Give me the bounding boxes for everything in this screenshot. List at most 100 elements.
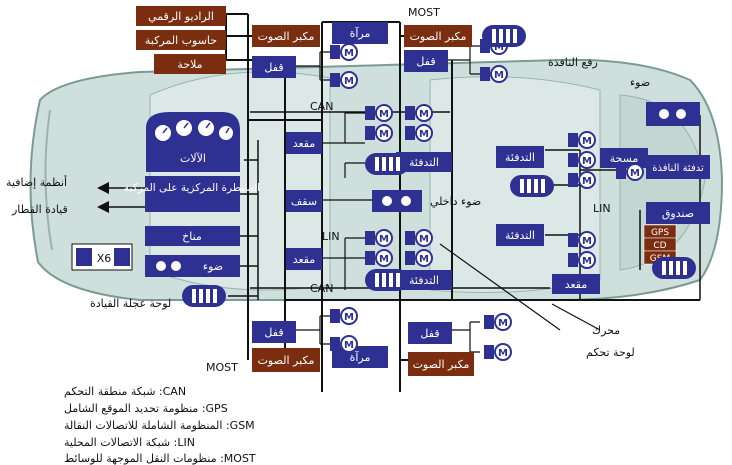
can-bottom-label: CAN: [310, 282, 333, 295]
heater-4-label: التدفئة: [505, 229, 535, 242]
svg-text:M: M: [344, 48, 354, 59]
svg-text:M: M: [582, 256, 592, 267]
legend-item: LIN: شبكة الاتصالات المحلية: [64, 436, 195, 449]
lock-bottom-right-box: [408, 322, 452, 344]
light-left-box: [145, 255, 240, 277]
motor-icon: M: [616, 163, 644, 181]
lock-top-right-label: قفل: [416, 55, 435, 68]
most-top-label: MOST: [408, 6, 440, 19]
speaker-top-right-label: مكبر الصوت: [410, 30, 467, 43]
navigation-label: ملاحة: [177, 58, 202, 71]
central-control-label: السيطرة المركزية على المركبة: [124, 182, 260, 194]
svg-text:M: M: [344, 76, 354, 87]
navigation-box: [154, 54, 226, 74]
central-control-box: [145, 176, 240, 212]
svg-text:M: M: [419, 109, 429, 120]
steering-wheel-label: لوحة عجلة القيادة: [90, 297, 171, 310]
svg-text:M: M: [379, 234, 389, 245]
svg-text:M: M: [630, 168, 640, 179]
motor-icon: M: [568, 151, 596, 169]
motor-icon: M: [484, 343, 512, 361]
svg-text:M: M: [379, 129, 389, 140]
svg-text:M: M: [582, 156, 592, 167]
svg-text:M: M: [494, 42, 504, 53]
instruments-box: [146, 112, 240, 172]
climate-label: مناخ: [182, 230, 202, 243]
motor-icon: M: [365, 229, 393, 247]
heater-1-label: التدفئة: [409, 156, 439, 169]
heater-3-box: [496, 146, 544, 168]
trunk-label: صندوق: [662, 207, 694, 220]
svg-text:M: M: [379, 254, 389, 265]
speaker-bottom-left-box: [252, 348, 320, 372]
window-lift-label: رفع النافذة: [548, 56, 598, 69]
legend-item: GSM: المنظومة الشاملة للاتصالات النقالة: [64, 419, 255, 432]
text-labels: MOST MOST CAN CAN LIN LIN رفع النافذة ضو…: [6, 6, 650, 374]
motor-icon: M: [330, 71, 358, 89]
speaker-top-right-box: [404, 25, 472, 47]
connector-plug-icon: [482, 25, 526, 47]
lamp-icon: [156, 261, 181, 271]
connector-plugs: [182, 25, 696, 307]
light-right-label: ضوء: [630, 76, 650, 89]
heater-3-label: التدفئة: [505, 151, 535, 164]
digital-radio-box: [136, 6, 226, 26]
svg-text:M: M: [344, 312, 354, 323]
gps-label: GPS: [651, 228, 669, 238]
speaker-top-left-label: مكبر الصوت: [258, 30, 315, 43]
interior-light-box: [372, 190, 422, 212]
svg-text:M: M: [419, 234, 429, 245]
seat-middle-label: مقعد: [293, 253, 316, 266]
svg-text:M: M: [582, 236, 592, 247]
seat-right-label: مقعد: [565, 278, 588, 291]
svg-text:M: M: [379, 109, 389, 120]
control-panel-label: لوحة تحكم: [586, 346, 635, 359]
motor-icon: M: [330, 307, 358, 325]
most-bottom-label: MOST: [206, 361, 238, 374]
additional-systems-label: أنظمة إضافية: [6, 175, 67, 189]
can-top-label: CAN: [310, 100, 333, 113]
motor-icon: M: [484, 313, 512, 331]
output-arrows: [97, 182, 145, 213]
motor-icon: M: [330, 335, 358, 353]
x6-connector: X6: [71, 243, 133, 271]
train-driving-label: قيادة القطار: [11, 203, 68, 216]
climate-box: [145, 226, 240, 246]
svg-text:M: M: [419, 254, 429, 265]
legend-item: CAN: شبكة منطقة التحكم: [64, 385, 187, 398]
mirror-bottom-label: مرآة: [350, 350, 371, 364]
roof-box: [286, 190, 322, 212]
motor-icon: M: [568, 231, 596, 249]
engine-label: محرك: [592, 324, 620, 337]
heater-2-box: [396, 270, 452, 290]
svg-text:M: M: [498, 318, 508, 329]
heater-1-box: [396, 152, 452, 172]
trunk-box: [646, 202, 710, 224]
seat-top-box: [286, 132, 322, 154]
connector-plug-icon: [652, 257, 696, 279]
cd-label: CD: [653, 241, 666, 251]
motor-icon: M: [405, 124, 433, 142]
seat-middle-box: [286, 248, 322, 270]
svg-text:M: M: [582, 136, 592, 147]
lin-left-label: LIN: [322, 230, 340, 243]
car-body: [29, 58, 724, 301]
interior-light-label: ضوء داخلي: [430, 195, 481, 208]
wiper-box: [600, 148, 648, 168]
heater-2-label: التدفئة: [409, 274, 439, 287]
motor-icon: M: [365, 104, 393, 122]
svg-text:M: M: [494, 70, 504, 81]
svg-text:M: M: [419, 129, 429, 140]
x6-label: X6: [97, 252, 112, 265]
navigation-computer-label: حاسوب المركبة: [145, 34, 217, 47]
lock-top-left-box: [252, 56, 296, 78]
lock-top-left-label: قفل: [264, 61, 283, 74]
lin-right-label: LIN: [593, 202, 611, 215]
light-right-box: [646, 102, 700, 126]
instruments-label: الآلات: [180, 152, 206, 165]
digital-radio-label: الراديو الرقمي: [148, 10, 214, 23]
lamp-icon: [659, 109, 686, 119]
speaker-bottom-right-label: مكبر الصوت: [413, 358, 470, 371]
speaker-bottom-left-label: مكبر الصوت: [258, 354, 315, 367]
